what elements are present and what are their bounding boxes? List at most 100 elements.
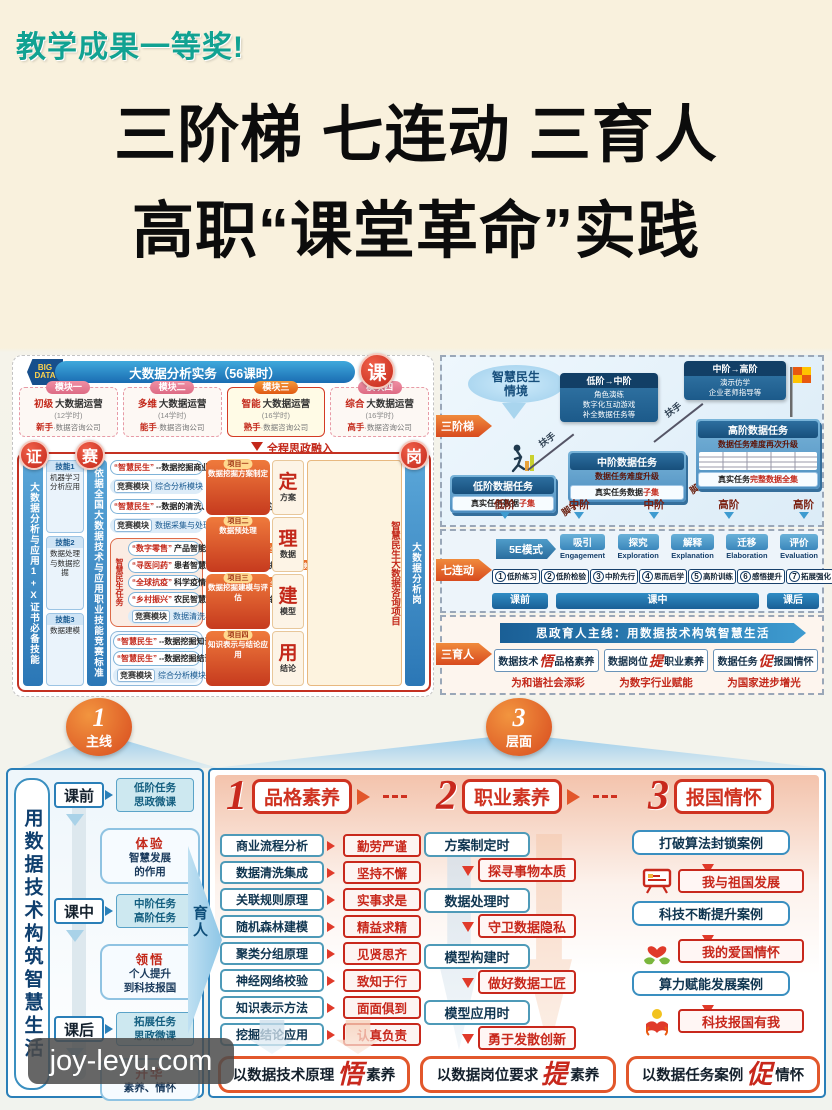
- col3-footer-post: 情怀: [775, 1068, 805, 1084]
- step7-4-text: 思而后学: [654, 572, 684, 581]
- phase-2-en: Exploration: [617, 551, 659, 560]
- skill-3-name: 数据建模: [50, 625, 80, 635]
- group-task-4-theme: “乡村振兴”: [132, 594, 172, 604]
- mainline-word: 主线: [85, 733, 112, 749]
- phase-1-en: Engagement: [560, 551, 606, 560]
- project-4: 项目四知识表示与结论应用 用结论: [206, 630, 304, 686]
- sanyuren-boxes: 数据技术悟品格素养 数据岗位提职业素养 数据任务促报国情怀: [494, 649, 819, 672]
- sanyuren-box-1: 数据技术悟品格素养: [494, 649, 599, 672]
- col3-header: 3 报国情怀: [648, 775, 775, 817]
- module-2: 模块二 多维大数据运营 (14学时) 能手·数据咨询公司: [122, 381, 222, 437]
- module-3-tag: 模块三: [253, 381, 298, 394]
- contest-module-1: 竞赛模块综合分析模块: [110, 479, 203, 495]
- step-mid-line: 数据任务难度升级: [595, 472, 659, 481]
- pair-2: 数据清洗集成坚持不懈: [220, 861, 421, 884]
- sy1-post: 品格素养: [554, 657, 595, 668]
- case-result-2: 我的爱国情怀: [678, 939, 804, 963]
- step-high-accent: 完整数据全集: [750, 475, 798, 484]
- down-arrow-icon: [462, 922, 474, 938]
- step7-7-num: 7: [789, 571, 800, 582]
- pair-7-right: 面面俱到: [343, 996, 421, 1019]
- module-1-tag: 模块一: [46, 381, 91, 394]
- group-task-2-theme: “寻医问药”: [132, 560, 172, 570]
- title-line-1: 三阶梯 七连动 三育人: [114, 101, 718, 170]
- contest-detail-1: 综合分析模块: [155, 482, 203, 492]
- task-row-1-text: --数据挖掘商业流程分析: [156, 463, 242, 472]
- contest-detail-2: 数据采集与处理模块: [155, 521, 227, 531]
- stage-during: 课中: [54, 898, 104, 924]
- contest-chip-1: 竞赛模块: [114, 480, 152, 494]
- case-result-1: 我与祖国发展: [678, 869, 804, 893]
- bridge-mid-high: 中阶→高阶 演示仿学 企业老师指导等: [684, 361, 786, 401]
- step7-6-num: 6: [740, 571, 751, 582]
- skill-2-tag: 技能2: [47, 537, 83, 549]
- skill-1-tag: 技能1: [47, 461, 83, 472]
- phase-5-cn: 评价: [780, 534, 818, 550]
- result-before-accent: 体验: [135, 837, 165, 851]
- project-2: 项目二数据预处理 理数据: [206, 516, 304, 572]
- level-3-arrow-icon: [649, 512, 659, 524]
- context-arrow-icon: [502, 403, 526, 431]
- project-4-name: 知识表示与结论应用: [208, 640, 268, 659]
- level-2-arrow-icon: [574, 512, 585, 524]
- red-arrow-icon: [327, 948, 340, 959]
- pair-8: 挖掘结论应用认真负责: [220, 1023, 421, 1046]
- stage-before: 课前: [54, 782, 104, 808]
- step-mid-title: 中阶数据任务: [570, 453, 684, 470]
- task-group-rail: 智慧民生任务: [115, 558, 124, 607]
- course-circle-badge: 课: [359, 353, 395, 389]
- contest-detail-4: 综合分析模块: [158, 670, 206, 680]
- level-5-text: 高阶: [793, 499, 814, 511]
- module-2-company: 数据咨询公司: [159, 423, 205, 432]
- bridge-2-line-1: 演示仿学: [720, 378, 750, 387]
- pair-4: 随机森林建模精益求精: [220, 915, 421, 938]
- bridge-2-title: 中阶→高阶: [684, 361, 786, 376]
- bridge-2-line-2: 企业老师指导等: [708, 388, 762, 398]
- sy3-caption: 为国家进步增光: [727, 677, 801, 689]
- module-2-hand: 能手: [139, 422, 157, 432]
- pair-5-right: 见贤思齐: [343, 942, 421, 965]
- pair-4-right: 精益求精: [343, 915, 421, 938]
- task-row-7-theme: “智慧民生”: [117, 636, 157, 646]
- project-2-stage-sub: 数据: [280, 549, 296, 559]
- project-3-stage: 建: [278, 585, 298, 607]
- step-low: 低阶数据任务 真实任务数据子集: [450, 475, 556, 513]
- case-pill-2: 科技不断提升案例: [632, 901, 790, 926]
- smart-task-group: 智慧民生任务 “数字零售”产品智能推荐--关联规则任务3 “寻医问药”患者智慧问…: [110, 537, 316, 627]
- sanyuren-section: 三育人 思政育人主线：用数据技术构筑智慧生活 数据技术悟品格素养 数据岗位提职业…: [436, 615, 824, 695]
- project-rail: 智慧民生大数据咨询项目: [307, 460, 402, 686]
- result-after-text: 素养、情怀: [123, 1082, 177, 1094]
- phase-3-cn: 解释: [671, 534, 714, 550]
- ideology-note: 全程思政融入: [251, 438, 333, 457]
- step7-5-num: 5: [691, 571, 702, 582]
- pair-1-right: 勤劳严谨: [343, 834, 421, 857]
- level-3-text: 中阶: [643, 499, 665, 511]
- pair-1-left: 商业流程分析: [220, 834, 324, 857]
- step7-3-text: 中阶先行: [605, 572, 635, 581]
- group-task-3-theme: “全球抗疫”: [132, 577, 172, 587]
- stage-pill-3: 模型构建时: [424, 944, 530, 969]
- bridge-1-title: 低阶→中阶: [560, 373, 658, 388]
- projects-column: 项目一数据挖掘方案制定 定方案 项目二数据预处理 理数据 项目三数据挖掘建模与评…: [206, 459, 304, 686]
- module-2-hours: (14学时): [157, 411, 187, 420]
- module-4-level: 综合: [345, 399, 365, 410]
- method-panel: 三阶梯 智慧民生 情境 扶手 扶手 脚手架 脚手架 低阶数据任务 真实任务数据子…: [436, 355, 832, 697]
- down-chevron-icon: [66, 930, 84, 951]
- red-arrow-icon: [327, 894, 340, 905]
- course-title: 大数据分析实务（56课时）: [55, 361, 355, 383]
- phase-4-cn: 迁移: [726, 534, 768, 550]
- ideology-banner: 思政育人主线：用数据技术构筑智慧生活: [500, 623, 806, 643]
- stage-result-4-text: 勇于发散创新: [478, 1026, 577, 1050]
- level-3: 中阶: [644, 497, 665, 524]
- group-task-1: “数字零售”产品智能推荐--关联规则任务3: [128, 540, 284, 556]
- project-3: 项目三数据挖掘建模与评估 建模型: [206, 573, 304, 629]
- col2-number: 2: [436, 773, 457, 819]
- level-2: 中阶: [569, 497, 590, 524]
